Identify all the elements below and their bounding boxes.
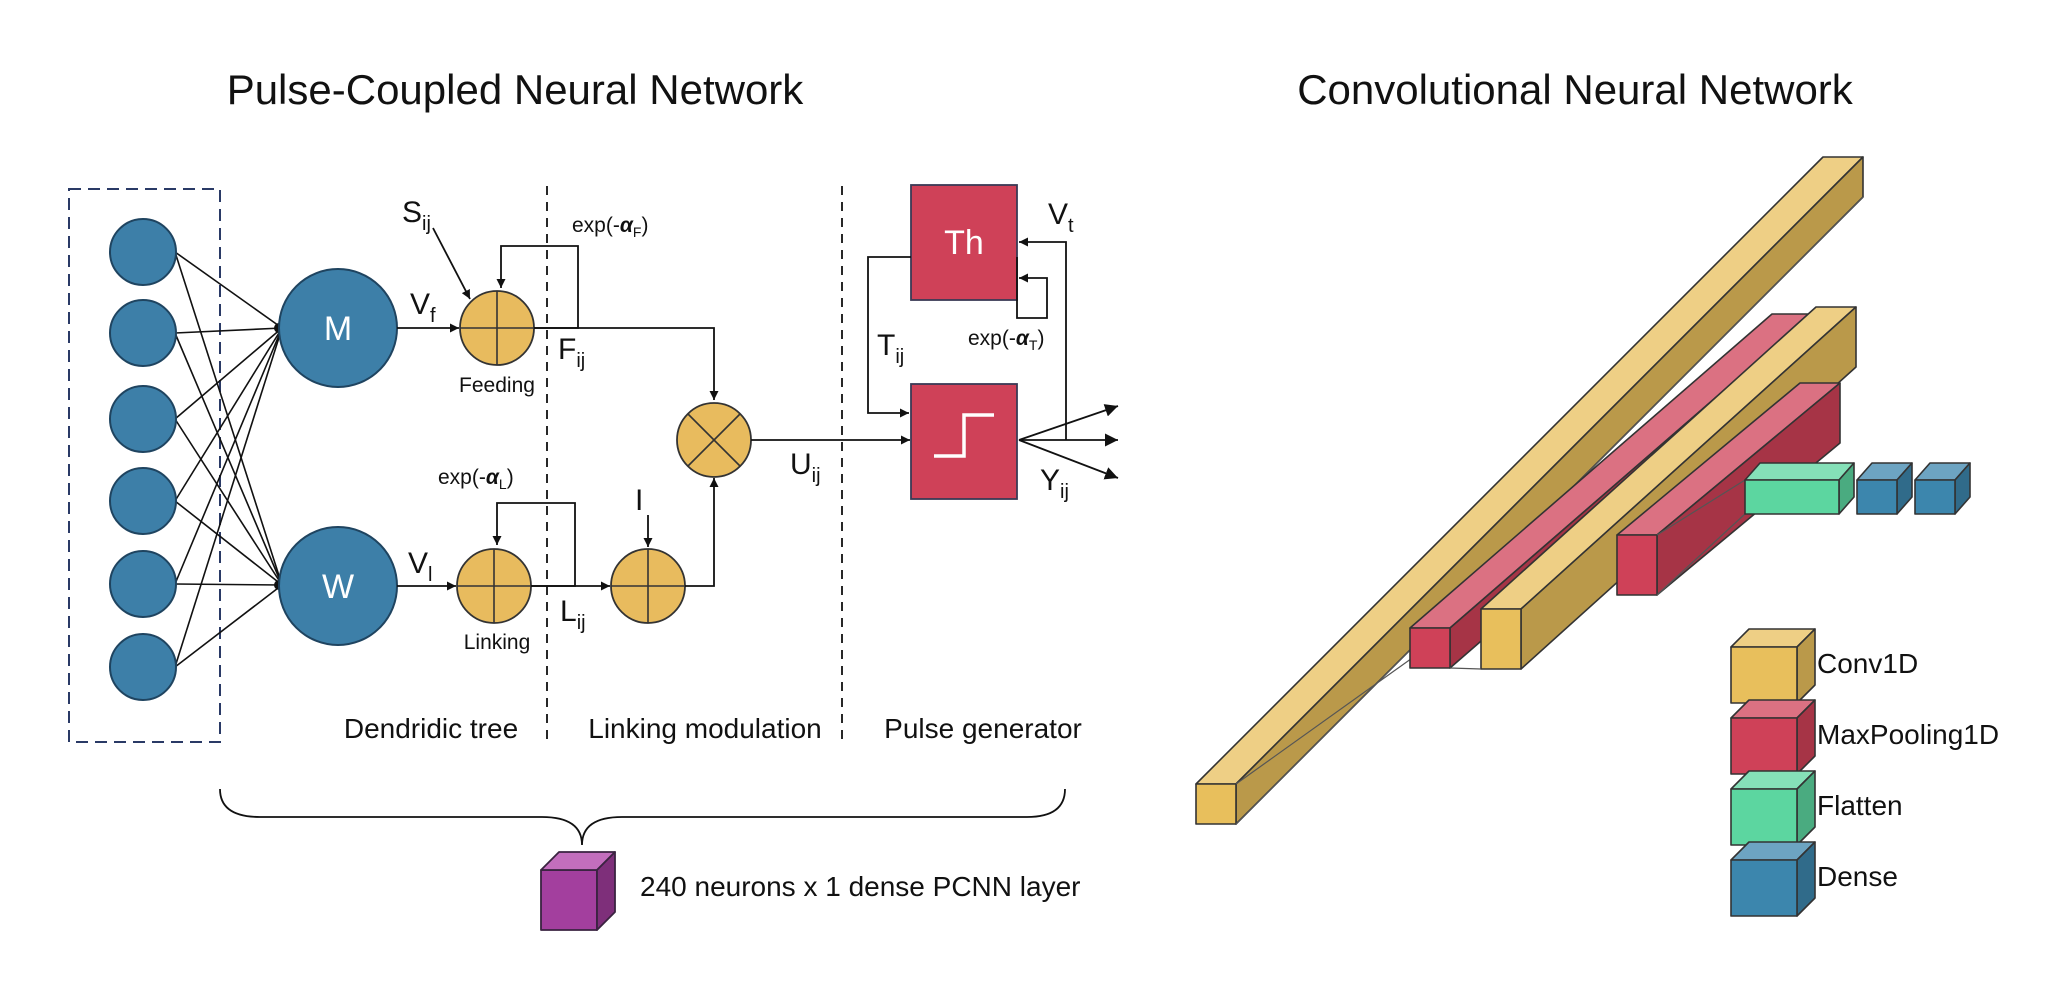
threshold-block [910,184,1018,301]
step-function-icon [934,413,994,458]
vf-label: Vf [410,288,436,327]
input-neuron [109,550,177,618]
input-neuron [109,299,177,367]
stage-label-dendritic: Dendridic tree [344,713,518,744]
m-neuron-label: M [324,310,352,348]
pcnn-title: Pulse-Coupled Neural Network [227,66,805,113]
maxpooling1d-layer-2-front [1616,534,1658,596]
multiplier-node [676,402,752,478]
threshold-decay-label: exp(-αT) [968,327,1044,353]
tij-arrow [867,256,911,418]
layer-connector [1656,513,1746,596]
layer-connector [1449,667,1482,670]
flatten-layer-front [1744,479,1840,515]
legend-swatch-conv1d [1730,628,1816,704]
legend-swatch-dense [1730,841,1816,917]
input-neuron [109,467,177,535]
s-label: Sij [402,196,431,235]
s-arrow [432,227,471,300]
stage-label-pulse: Pulse generator [884,713,1082,744]
input-neuron [109,218,177,286]
legend-swatch-conv1d-front [1730,646,1798,704]
bias-adder [610,548,686,624]
vl-label: Vl [408,547,432,586]
cnn-layer-stack [1195,156,1971,825]
legend-label-dense: Dense [1817,861,1898,892]
feeding-decay-label: exp(-αF) [572,214,648,240]
bias-to-multiplier-arrow [685,478,719,587]
input-neuron [109,385,177,453]
dense-layer-2 [1914,462,1971,515]
stage-label-linking: Linking modulation [588,713,822,744]
vt-label: Vt [1048,198,1074,237]
conv1d-layer-1-front [1195,783,1237,825]
input-neuron [109,633,177,701]
linking-label: Linking [464,631,531,654]
linking-decay-label: exp(-αL) [438,466,514,492]
input-connections [174,251,283,668]
threshold-decay-loop [1016,257,1048,319]
vt-feedback-arrow [1019,237,1067,440]
tij-label: Tij [877,329,904,368]
legend-swatch-maxpooling1d [1730,699,1816,775]
i-label: I [635,484,643,517]
lij-label: Lij [560,595,586,634]
input-layer-box [68,188,221,743]
fij-label: Fij [558,333,585,372]
legend-label-conv1d: Conv1D [1817,648,1918,679]
output-arrows [1018,404,1119,480]
legend-swatch-dense-front [1730,859,1798,917]
fij-arrow [534,327,719,400]
threshold-label: Th [944,224,984,262]
linking-adder [456,548,532,624]
feeding-adder [459,290,535,366]
pcnn-layer-cube [540,851,616,931]
uij-label: Uij [790,448,821,487]
input-neurons [109,218,177,701]
layer-connector [1656,479,1746,536]
legend-swatch-flatten-front [1730,788,1798,846]
legend-label-maxpooling1d: MaxPooling1D [1817,719,1999,750]
w-neuron-label: W [322,568,354,606]
conv1d-layer-2-front [1480,608,1522,670]
cnn-title: Convolutional Neural Network [1297,66,1854,113]
legend-label-flatten: Flatten [1817,790,1903,821]
dense-layer-1-front [1856,479,1898,515]
flatten-layer [1744,462,1855,515]
legend-swatch-flatten [1730,770,1816,846]
feeding-label: Feeding [459,374,535,397]
pcnn-layer-caption: 240 neurons x 1 dense PCNN layer [640,871,1080,902]
dense-layer-2-front [1914,479,1956,515]
flatten-layer-top [1744,462,1855,481]
legend-swatch-maxpooling1d-front [1730,717,1798,775]
dense-layer-1 [1856,462,1913,515]
grouping-brace [219,788,1066,846]
maxpooling1d-layer-1-front [1409,627,1451,669]
yij-label: Yij [1040,464,1069,503]
